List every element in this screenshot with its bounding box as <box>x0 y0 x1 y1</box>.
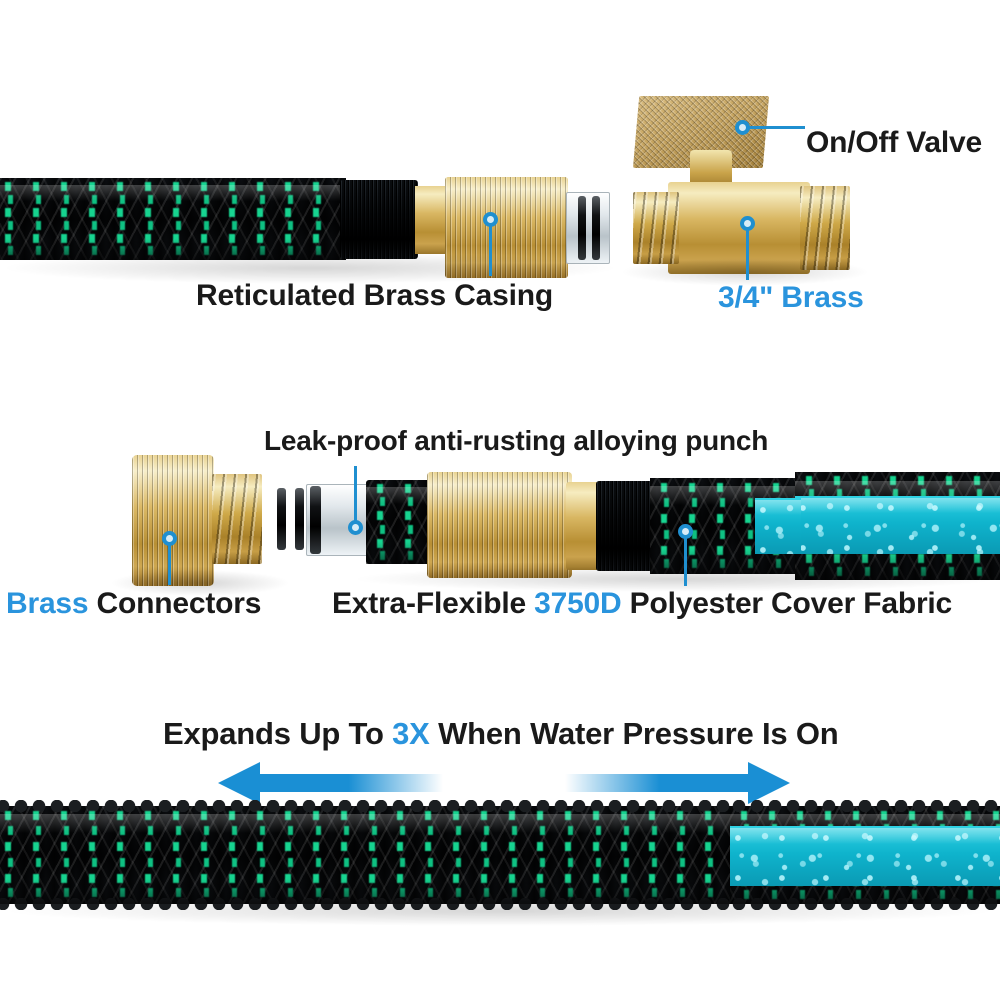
brass-ferrule-collar-middle <box>566 482 600 570</box>
valve-thread-right <box>800 186 850 270</box>
callout-dot-brass-connectors <box>162 531 177 546</box>
braided-hose-top <box>0 178 346 260</box>
label-brass-connectors: Brass Connectors <box>6 589 261 619</box>
label-brass-connectors-accent: Brass <box>6 587 89 620</box>
callout-line-brass-connectors <box>168 545 171 585</box>
label-polyester-after: Polyester Cover Fabric <box>621 587 953 620</box>
callout-dot-leak-proof-punch <box>348 520 363 535</box>
arrow-left-icon <box>218 762 443 804</box>
label-polyester-cover-fabric: Extra-Flexible 3750D Polyester Cover Fab… <box>332 589 952 619</box>
arrow-right-icon <box>565 762 790 804</box>
label-three-quarter-brass: 3/4" Brass <box>718 281 864 314</box>
brass-connector-thread <box>212 474 262 564</box>
label-polyester-before: Extra-Flexible <box>332 587 535 620</box>
label-on-off-valve: On/Off Valve <box>806 126 982 159</box>
braided-cuff-middle <box>366 480 430 564</box>
valve-handle-neck <box>690 150 732 188</box>
expanded-hose-teal-tube <box>730 826 1000 886</box>
callout-dot-on-off-valve <box>735 120 750 135</box>
label-leak-proof-punch: Leak-proof anti-rusting alloying punch <box>264 425 769 456</box>
label-reticulated-brass-casing: Reticulated Brass Casing <box>196 279 553 312</box>
expansion-arrow-right <box>565 762 790 804</box>
expansion-arrow-left <box>218 762 443 804</box>
label-expands-before: Expands Up To <box>163 716 393 751</box>
o-ring-middle-3 <box>310 486 321 554</box>
callout-line-on-off-valve <box>749 126 805 129</box>
expanded-hose-braided-left <box>0 800 736 910</box>
callout-line-polyester-cover-fabric <box>684 538 687 586</box>
o-ring-top-1 <box>578 196 586 260</box>
callout-line-leak-proof-punch <box>354 466 357 522</box>
label-brass-connectors-plain: Connectors <box>88 587 262 620</box>
brass-connector-nut <box>132 455 214 586</box>
label-expands-after: When Water Pressure Is On <box>429 716 839 751</box>
callout-line-reticulated-brass-casing <box>489 226 492 276</box>
strain-relief-middle <box>596 481 654 571</box>
brass-ferrule-middle <box>427 472 572 578</box>
teal-inner-tube-middle <box>795 496 1000 554</box>
callout-line-three-quarter-brass <box>746 230 749 280</box>
callout-dot-reticulated-brass-casing <box>483 212 498 227</box>
strain-relief-top <box>340 180 418 259</box>
label-polyester-accent: 3750D <box>534 587 622 620</box>
o-ring-top-2 <box>592 196 600 260</box>
callout-dot-polyester-cover-fabric <box>678 524 693 539</box>
label-expands-accent: 3X <box>392 716 430 751</box>
o-ring-middle-2 <box>295 488 304 550</box>
clear-collar-top <box>566 192 610 264</box>
valve-body <box>668 182 810 274</box>
teal-inner-tube-middle-left <box>755 498 801 554</box>
label-expands-headline: Expands Up To 3X When Water Pressure Is … <box>163 718 839 749</box>
brass-step-top <box>415 186 447 254</box>
reticulated-brass-casing-part <box>445 177 568 278</box>
o-ring-middle-1 <box>277 488 286 550</box>
braided-hose-middle-right <box>795 472 1000 580</box>
callout-dot-three-quarter-brass <box>740 216 755 231</box>
valve-thread-left <box>633 192 679 264</box>
